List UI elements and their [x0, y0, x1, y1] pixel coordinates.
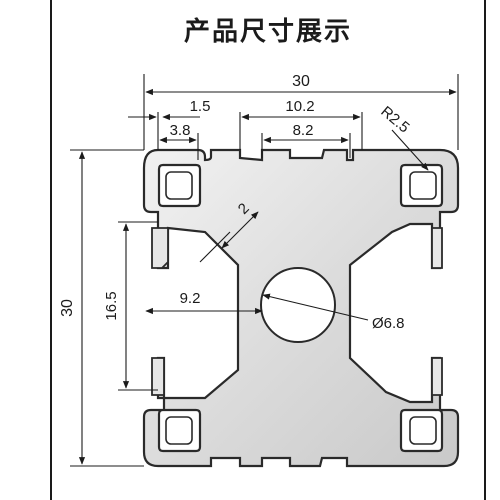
dim-slot-outer-label: 10.2 — [285, 98, 314, 115]
dim-slot-inner-label: 8.2 — [293, 122, 314, 139]
dim-inner-height-label: 16.5 — [103, 291, 120, 320]
dim-width-label: 30 — [292, 73, 310, 90]
pocket-shading — [165, 171, 437, 445]
dim-height-label: 30 — [59, 299, 76, 317]
dim-center-offset-label: 9.2 — [180, 290, 201, 307]
frame-right-border — [484, 0, 486, 500]
frame-left-border — [50, 0, 52, 500]
dim-pocket-label: 3.8 — [170, 122, 191, 139]
page-title: 产品尺寸展示 — [183, 17, 352, 47]
dim-radius-label: R2.5 — [377, 103, 412, 136]
dim-lip-label: 1.5 — [190, 98, 211, 115]
dim-bore-label: Ø6.8 — [372, 315, 405, 332]
t-slots — [151, 227, 443, 396]
center-bore — [260, 267, 336, 343]
